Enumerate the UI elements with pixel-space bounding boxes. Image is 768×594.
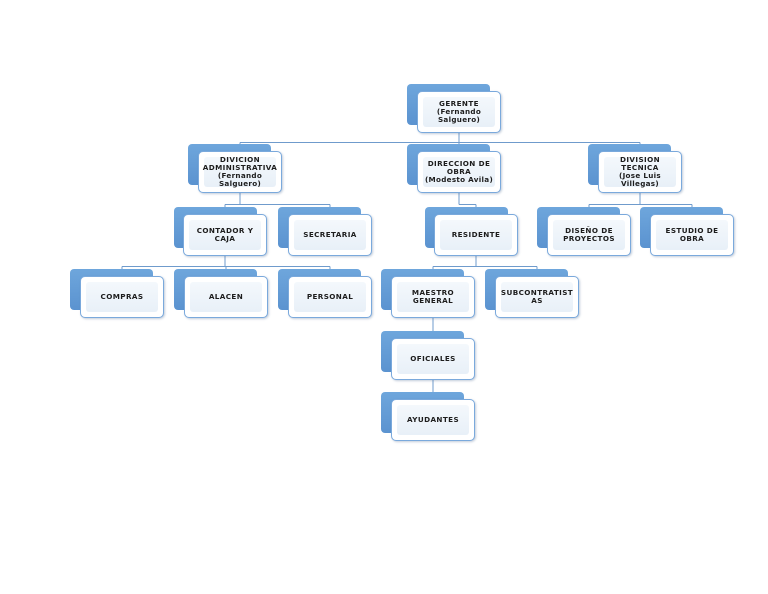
node-subtitle: (Modesto Avila)	[424, 175, 494, 184]
node-title: SUBCONTRATIST AS	[500, 288, 574, 305]
node-title: COMPRAS	[100, 292, 144, 301]
node-subtitle: (Fernando Salguero)	[436, 107, 482, 124]
node-estudio-obra: ESTUDIO DE OBRA	[640, 207, 734, 256]
node-division-tecnica: DIVISION TECNICA (Jose Luis Villegas)	[588, 144, 682, 193]
node-title: PERSONAL	[306, 292, 354, 301]
node-title: DIVISION TECNICA	[619, 155, 661, 172]
node-title: ALACEN	[208, 292, 244, 301]
node-alacen: ALACEN	[174, 269, 268, 318]
node-subtitle: (Fernando Salguero)	[217, 171, 263, 188]
node-personal: PERSONAL	[278, 269, 372, 318]
node-diseno-proyectos: DISEÑO DE PROYECTOS	[537, 207, 631, 256]
node-residente: RESIDENTE	[425, 207, 518, 256]
node-title: OFICIALES	[410, 354, 456, 363]
node-ayudantes: AYUDANTES	[381, 392, 475, 441]
node-title: SECRETARIA	[303, 230, 357, 239]
node-secretaria: SECRETARIA	[278, 207, 372, 256]
node-title: MAESTRO GENERAL	[411, 288, 455, 305]
node-maestro-general: MAESTRO GENERAL	[381, 269, 475, 318]
node-contador-caja: CONTADOR Y CAJA	[174, 207, 267, 256]
node-subcontratistas: SUBCONTRATIST AS	[485, 269, 579, 318]
node-title: RESIDENTE	[451, 230, 501, 239]
node-title: DISEÑO DE PROYECTOS	[563, 226, 615, 243]
node-title: AYUDANTES	[406, 415, 460, 424]
node-direccion-obra: DIRECCION DE OBRA (Modesto Avila)	[407, 144, 501, 193]
node-gerente: GERENTE (Fernando Salguero)	[407, 84, 501, 133]
node-compras: COMPRAS	[70, 269, 164, 318]
node-oficiales: OFICIALES	[381, 331, 475, 380]
node-title: GERENTE	[439, 99, 479, 108]
node-title: DIVICION ADMINISTRATIVA	[202, 155, 278, 172]
node-subtitle: (Jose Luis Villegas)	[619, 171, 661, 188]
node-division-administrativa: DIVICION ADMINISTRATIVA (Fernando Salgue…	[188, 144, 282, 193]
node-title: CONTADOR Y CAJA	[196, 226, 254, 243]
node-title: ESTUDIO DE OBRA	[665, 226, 719, 243]
node-title: DIRECCION DE OBRA	[427, 159, 491, 176]
